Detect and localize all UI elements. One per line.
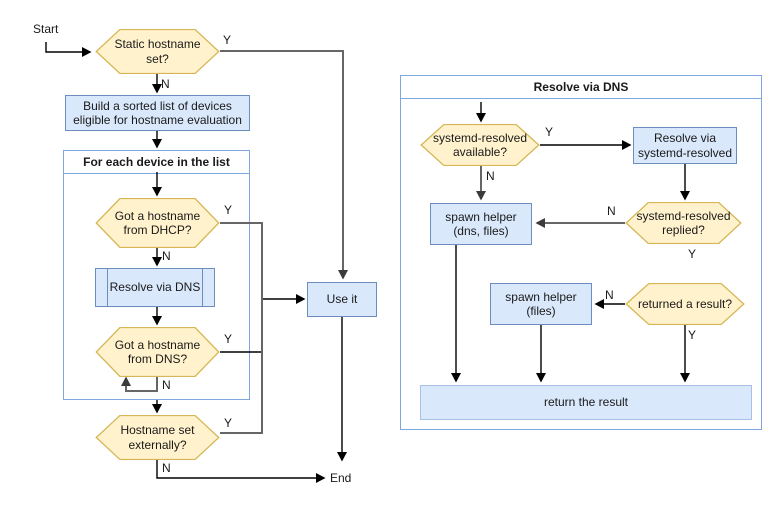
edge-label-static-n: N (161, 77, 170, 91)
edge-label-dhcp-n: N (162, 249, 171, 263)
edge-label-replied-n: N (607, 204, 616, 218)
decision-dhcp-hostname-label: Got a hostname from DHCP? (114, 208, 201, 237)
decision-dhcp-hostname: Got a hostname from DHCP? (95, 198, 220, 248)
hexagon-shape (95, 415, 220, 460)
edge-label-dns-y: Y (224, 332, 233, 346)
edge-label-returned-y: Y (688, 328, 697, 342)
edge-label-external-n: N (162, 461, 171, 475)
decision-resolved-replied: systemd-resolved replied? (625, 202, 742, 244)
decision-resolved-available: systemd-resolved available? (420, 124, 540, 166)
edge-start-to-static (45, 42, 92, 57)
end-label: End (330, 471, 352, 485)
subprocess-resolve-via-dns: Resolve via DNS (95, 268, 215, 307)
process-use-it: Use it (307, 282, 377, 317)
process-spawn-helper-files-label: spawn helper (files) (505, 289, 577, 318)
edge-label-available-n: N (486, 169, 495, 183)
decision-hostname-external-label: Hostname set externally? (120, 423, 195, 452)
hexagon-shape (625, 202, 742, 244)
process-resolve-via-resolved: Resolve via systemd-resolved (633, 127, 737, 164)
edge-label-external-y: Y (224, 416, 233, 430)
edge-label-dns-n: N (162, 378, 171, 392)
decision-static-hostname-label: Static hostname set? (114, 37, 201, 66)
hexagon-shape (95, 327, 220, 377)
process-return-result: return the result (420, 385, 752, 420)
resolve-dns-container-title: Resolve via DNS (401, 76, 761, 99)
edge-label-static-y: Y (223, 33, 232, 47)
subprocess-bar (202, 269, 203, 306)
edge-label-available-y: Y (545, 125, 554, 139)
process-return-result-label: return the result (543, 395, 629, 410)
process-spawn-helper-files: spawn helper (files) (490, 283, 592, 325)
hexagon-shape (420, 124, 540, 166)
process-use-it-label: Use it (326, 292, 358, 307)
decision-resolved-available-label: systemd-resolved available? (432, 130, 528, 159)
process-resolve-via-resolved-label: Resolve via systemd-resolved (637, 131, 733, 160)
process-spawn-helper-dns-files: spawn helper (dns, files) (430, 203, 532, 245)
decision-static-hostname: Static hostname set? (95, 29, 220, 74)
resolve-dns-container: Resolve via DNS (400, 75, 762, 430)
subprocess-resolve-via-dns-label: Resolve via DNS (109, 280, 201, 295)
start-label: Start (33, 22, 59, 36)
edge-externally-n-to-end (156, 460, 326, 483)
decision-resolved-replied-label: systemd-resolved replied? (636, 208, 731, 237)
decision-returned-result: returned a result? (625, 283, 745, 325)
edge-collector (220, 222, 263, 434)
edge-static-y-to-useit (220, 50, 348, 280)
decision-dns-hostname-label: Got a hostname from DNS? (114, 337, 201, 366)
decision-returned-result-label: returned a result? (637, 296, 733, 311)
edge-dns-n-loopback (121, 376, 158, 392)
edge-label-returned-n: N (605, 288, 614, 302)
process-build-list-label: Build a sorted list of devices eligible … (73, 98, 242, 127)
hexagon-shape (95, 29, 220, 74)
hexagon-shape (625, 283, 745, 325)
process-build-list: Build a sorted list of devices eligible … (65, 95, 250, 131)
subprocess-bar (107, 269, 108, 306)
hexagon-shape (95, 198, 220, 248)
edge-label-dhcp-y: Y (224, 203, 233, 217)
process-spawn-helper-dns-files-label: spawn helper (dns, files) (445, 209, 517, 238)
edge-label-replied-y: Y (688, 247, 697, 261)
decision-dns-hostname: Got a hostname from DNS? (95, 327, 220, 377)
decision-hostname-external: Hostname set externally? (95, 415, 220, 460)
